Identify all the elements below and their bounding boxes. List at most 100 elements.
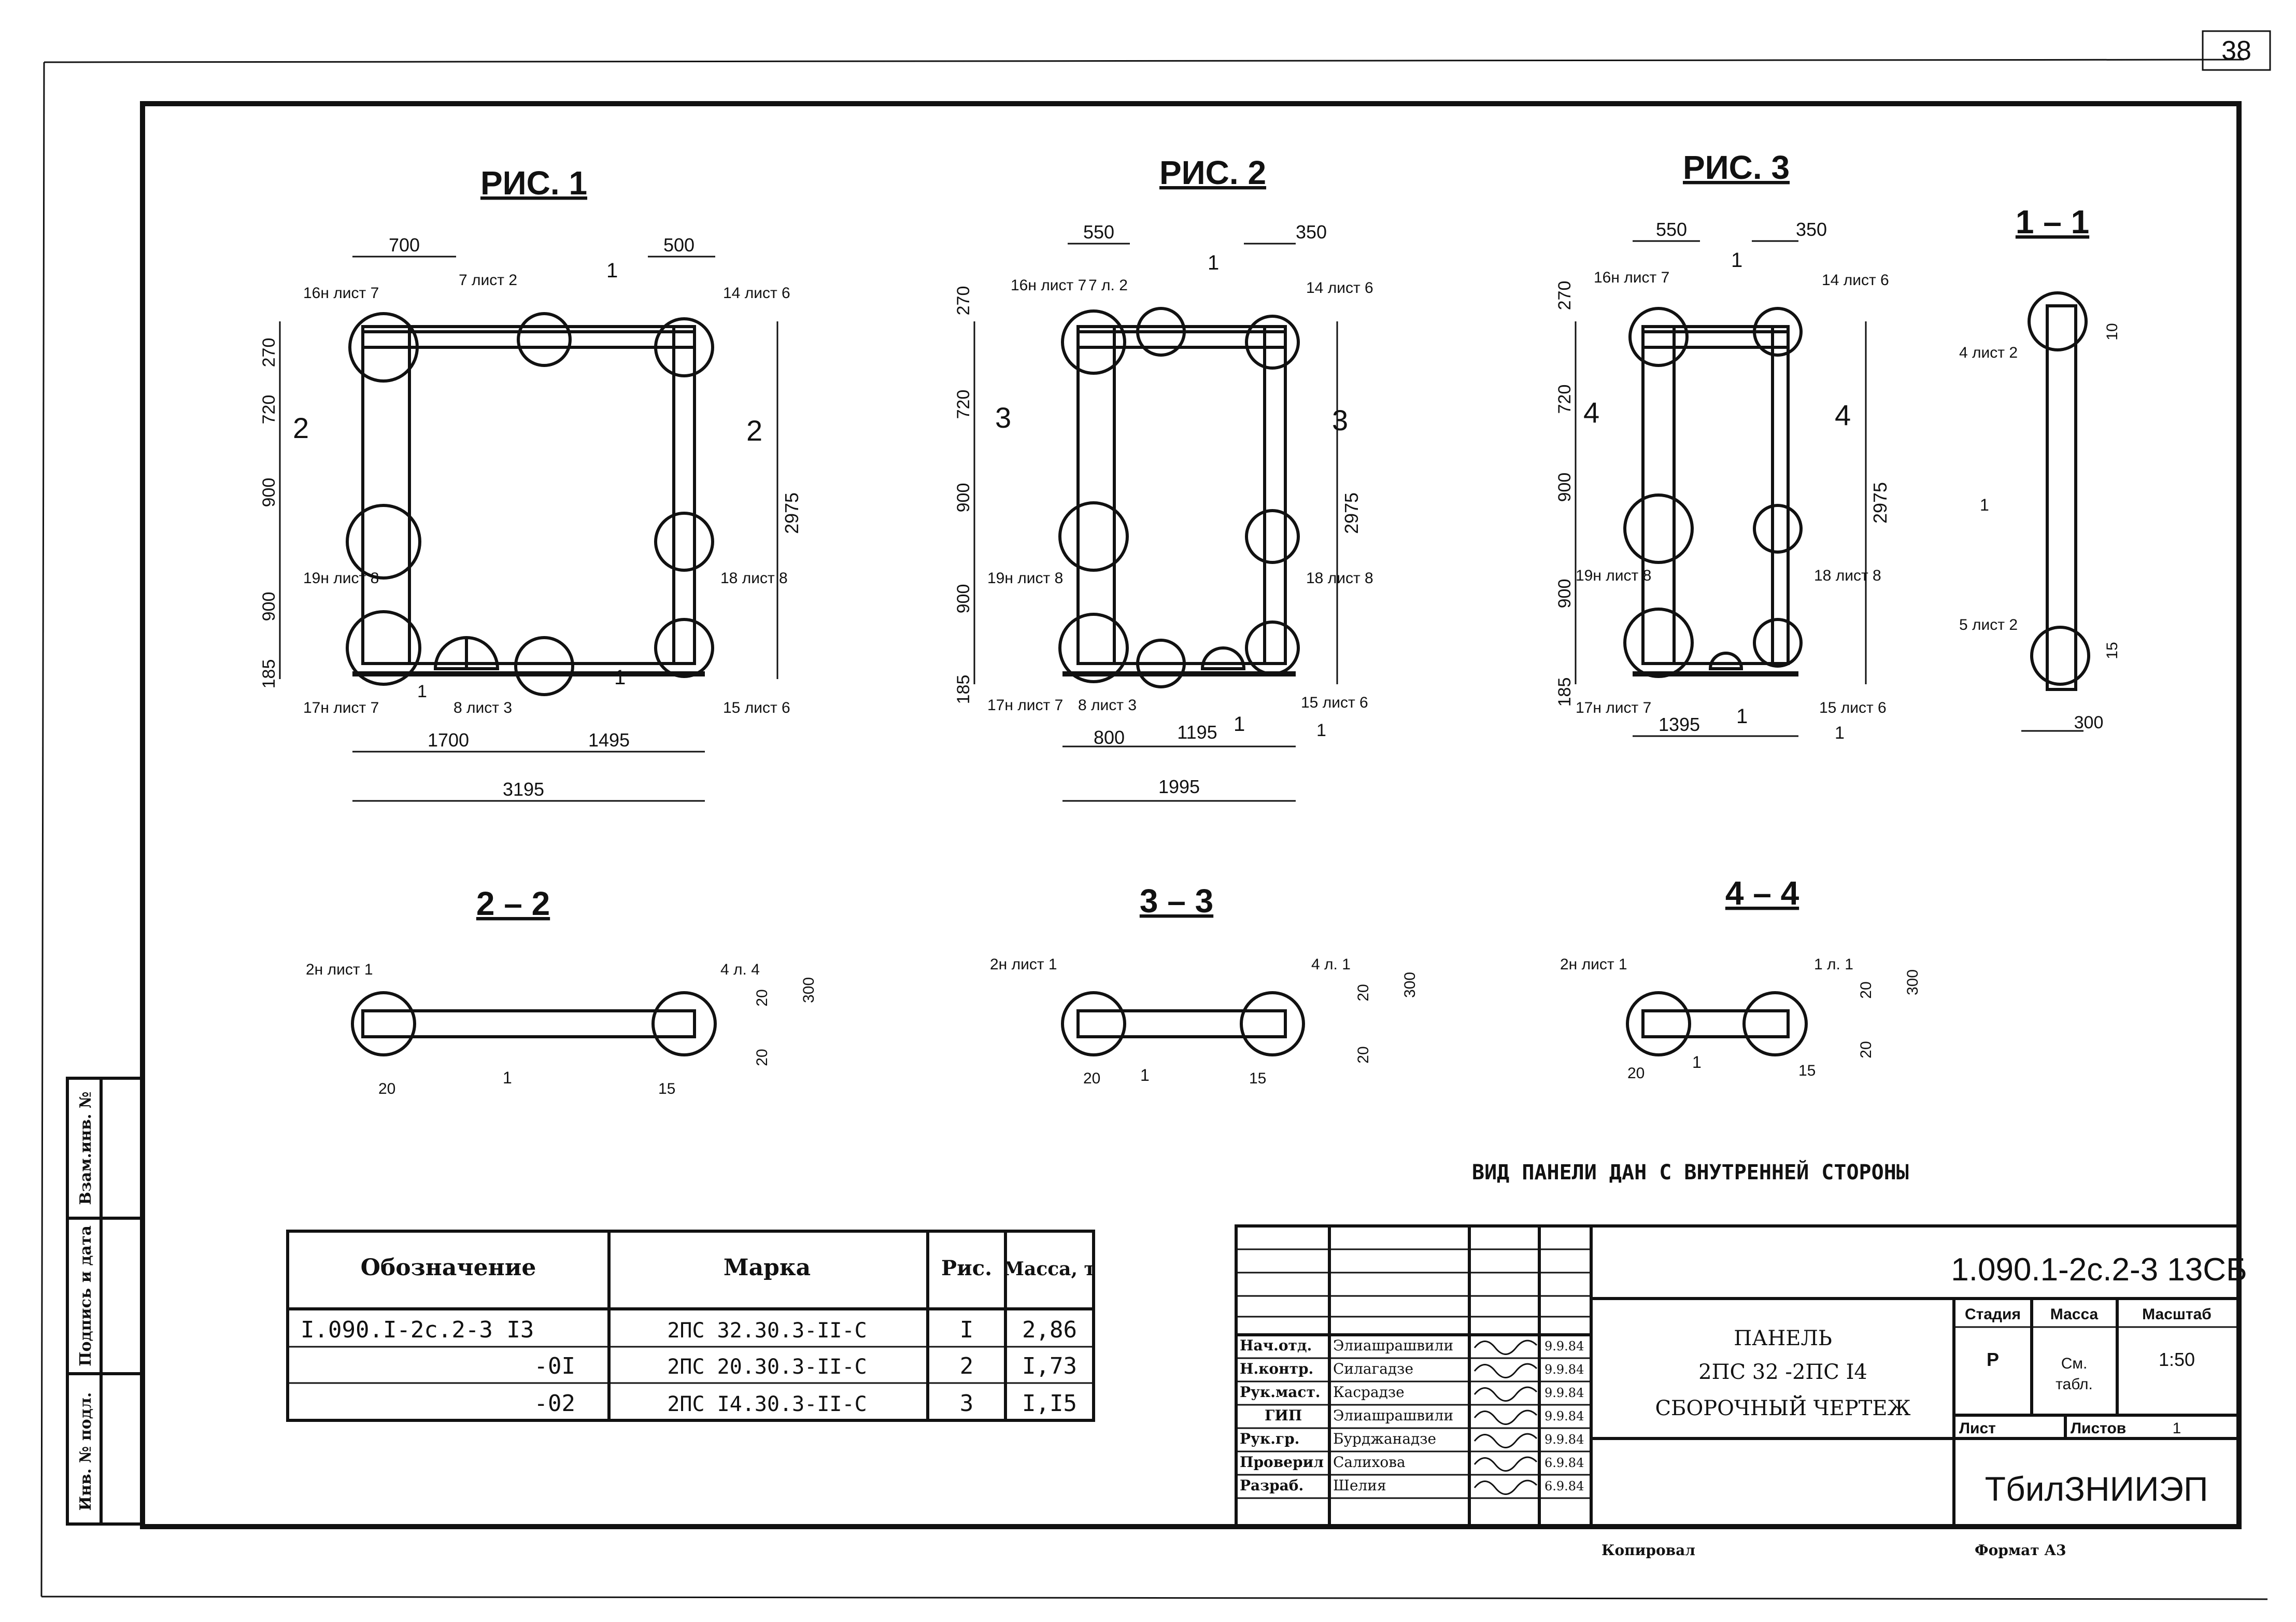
section-2-2: 2 – 2 2н лист 1 4 л. 4 1 300 20 20 20 15 [306, 885, 817, 1097]
fig2-opening [1076, 330, 1287, 665]
fig1-dim-left: 270 [259, 338, 279, 368]
fig2-callout-circle [1058, 501, 1129, 572]
organization: ТбилЗНИИЭП [1985, 1470, 2208, 1508]
fig1-callout-label: 17н лист 7 [303, 699, 379, 716]
fig2-dim-top-left: 550 [1083, 221, 1114, 243]
fig3-dim-left: 185 [1555, 678, 1575, 707]
sec11-callout-circle [2030, 626, 2090, 686]
sec11-callout-label: 1 [1980, 496, 1989, 514]
sheet-label: Лист [1959, 1420, 1996, 1437]
fig1-callout-label: 8 лист 3 [453, 699, 512, 716]
signer-role: Разраб. [1240, 1477, 1303, 1494]
signature-icon [1473, 1386, 1538, 1402]
section-3-3: 3 – 3 2н лист 1 4 л. 1 1 300 20 20 20 15 [990, 882, 1419, 1087]
figure-2-title: РИС. 2 [1159, 154, 1266, 191]
sec22-callout-label: 4 л. 4 [720, 961, 760, 978]
fig1-callout-label: 14 лист 6 [723, 285, 790, 302]
spec-row-1-mass: 2,86 [1022, 1317, 1077, 1343]
fig2-dim-left: 270 [954, 286, 973, 316]
sec22-callout-circle [651, 991, 717, 1056]
fig3-callout-circle [1753, 618, 1803, 668]
sec33-callout-label: 2н лист 1 [990, 956, 1057, 973]
fig1-callout-circle [654, 512, 714, 572]
fig2-dim-bottom-right: 1195 [1177, 722, 1217, 743]
fig1-callout-circle [346, 610, 421, 686]
spec-row-1-designation: I.090.I-2с.2-3 I3 [301, 1317, 534, 1343]
spec-table: Обозначение Марка Рис. Масса, т I.090.I-… [286, 1230, 1096, 1422]
sec22-panel [361, 1009, 696, 1038]
mass-value-1: См. [2061, 1355, 2088, 1372]
fig3-section-mark: 1 [1731, 249, 1742, 272]
fig3-dim-top-left: 550 [1656, 219, 1687, 240]
side-stamp-frame [66, 1077, 144, 1526]
outer-frame-left [40, 62, 45, 1597]
sec22-dim: 20 [754, 1049, 771, 1066]
spec-header-mass: Масса, т [1003, 1258, 1096, 1280]
signer-name: Шелия [1333, 1477, 1386, 1494]
sec33-callout-circle [1061, 991, 1126, 1056]
signer-date: 9.9.84 [1544, 1362, 1584, 1377]
mass-label: Масса [2050, 1306, 2099, 1323]
signer-date: 9.9.84 [1544, 1409, 1584, 1423]
title-block-frame [1235, 1224, 2241, 1528]
signer-role: Н.контр. [1240, 1360, 1313, 1377]
title-line-1: ПАНЕЛЬ [1734, 1327, 1832, 1350]
signer-name: Силагадзе [1333, 1360, 1413, 1377]
fig3-dim-bottom: 1395 [1659, 714, 1700, 735]
outer-frame-top [44, 59, 2245, 63]
section-1-1: 1 – 1 4 лист 2 1 5 лист 2 10 15 300 [1959, 203, 2121, 732]
figure-2: РИС. 2 550 350 270 720 900 900 185 2975 … [954, 154, 1373, 802]
fig2-section-mark: 3 [995, 401, 1011, 434]
fig1-callout-circle [517, 312, 572, 367]
spec-header-fig: Рис. [941, 1256, 992, 1280]
side-stamp-sign: Подпись и дата [77, 1225, 95, 1366]
sec33-dim: 15 [1249, 1070, 1266, 1087]
fig1-callout-label: 19н лист 8 [303, 570, 379, 587]
spec-row-1-fig: I [960, 1317, 974, 1343]
fig2-callout-circle [1136, 639, 1186, 688]
sec11-callout-label: 5 лист 2 [1959, 616, 2018, 633]
sec22-callout-label: 2н лист 1 [306, 961, 373, 978]
title-block: 1.090.1-2с.2-3 13СБ ПАНЕЛЬ 2ПС 32 -2ПС I… [1235, 1224, 2247, 1528]
fig1-dim-bottom-right: 1495 [588, 729, 630, 751]
inner-frame [140, 101, 2242, 1529]
sec22-callout-label: 1 [503, 1068, 512, 1087]
fig1-callout-circle [348, 312, 419, 383]
fig3-part-mark: 1 [1835, 723, 1845, 743]
figure-1: РИС. 1 700 500 270 720 900 900 185 2975 … [259, 164, 802, 802]
signer-date: 9.9.84 [1544, 1386, 1584, 1400]
spec-header-mark: Марка [724, 1254, 811, 1281]
signer-name: Элиашрашвили [1333, 1407, 1453, 1424]
fig2-callout-label: 7 л. 2 [1088, 277, 1128, 294]
fig1-callout-circle [654, 317, 714, 377]
fig3-callout-label: 19н лист 8 [1576, 567, 1651, 584]
spec-row-2-designation: -0I [534, 1353, 575, 1379]
fig1-callout-label: 18 лист 8 [720, 570, 788, 587]
sheets-value: 1 [2173, 1420, 2181, 1437]
fig3-lifting-loop [1708, 652, 1744, 670]
fig1-callout-label: 15 лист 6 [723, 699, 790, 716]
scale-value: 1:50 [2159, 1349, 2195, 1370]
spec-header-designation: Обозначение [361, 1254, 536, 1281]
fig2-dim-left: 185 [954, 675, 973, 704]
doc-code: 1.090.1-2с.2-3 13СБ [1951, 1252, 2247, 1288]
fig1-callout-label: 16н лист 7 [303, 285, 379, 302]
fig2-dim-left: 720 [954, 390, 973, 419]
fig2-section-mark: 3 [1332, 404, 1348, 436]
sec33-dim: 20 [1083, 1070, 1100, 1087]
spec-row-2-fig: 2 [960, 1353, 974, 1379]
fig3-callout-circle [1623, 608, 1694, 678]
sec33-callout-circle [1240, 991, 1305, 1056]
sec11-callout-label: 4 лист 2 [1959, 344, 2018, 361]
fig1-dim-bottom-left: 1700 [428, 729, 469, 751]
fig1-callout-circle [654, 618, 714, 678]
sec11-callout-circle [2028, 291, 2088, 351]
spec-row-3-mark: 2ПС I4.30.3-II-С [667, 1392, 867, 1416]
fig3-callout-label: 14 лист 6 [1822, 272, 1889, 289]
signature-icon [1473, 1363, 1538, 1378]
signer-date: 6.9.84 [1544, 1456, 1584, 1470]
fig2-section-mark: 1 [1208, 251, 1219, 274]
title-line-3: СБОРОЧНЫЙ ЧЕРТЕЖ [1655, 1395, 1910, 1420]
sheet-number: 38 [2221, 36, 2251, 66]
fig3-section-mark: 1 [1736, 705, 1748, 728]
